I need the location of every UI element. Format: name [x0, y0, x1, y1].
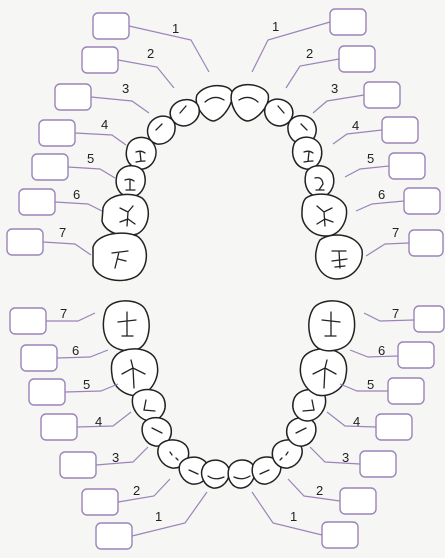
label-upper-left-5: 5: [367, 151, 374, 166]
answer-box-lower-right-1[interactable]: [96, 523, 132, 549]
upper-left-first-premolar: [293, 137, 322, 169]
answer-box-lower-right-4[interactable]: [41, 414, 77, 440]
lower-left-first-premolar: [287, 418, 316, 446]
label-upper-right-3: 3: [122, 81, 129, 96]
label-lower-left-1: 1: [290, 509, 297, 524]
answer-box-lower-left-3[interactable]: [360, 451, 396, 477]
answer-box-lower-right-2[interactable]: [82, 489, 118, 515]
label-lower-right-6: 6: [72, 343, 79, 358]
label-lower-right-2: 2: [133, 483, 140, 498]
lower-right-central-incisor: [202, 460, 230, 488]
upper-left-second-premolar: [305, 166, 334, 197]
answer-box-lower-left-4[interactable]: [376, 414, 412, 440]
answer-box-upper-right-1[interactable]: [93, 13, 129, 39]
answer-box-lower-right-3[interactable]: [60, 452, 96, 478]
answer-box-upper-left-2[interactable]: [339, 46, 375, 72]
answer-box-lower-left-6[interactable]: [398, 342, 434, 368]
answer-box-lower-left-2[interactable]: [340, 488, 376, 514]
label-upper-right-7: 7: [59, 225, 66, 240]
answer-box-lower-right-5[interactable]: [29, 379, 65, 405]
upper-right-first-molar: [102, 194, 148, 235]
answer-box-upper-right-5[interactable]: [32, 154, 68, 180]
answer-box-upper-left-3[interactable]: [364, 82, 400, 108]
upper-arch: [93, 85, 362, 281]
label-lower-left-5: 5: [367, 377, 374, 392]
label-upper-right-2: 2: [147, 46, 154, 61]
label-upper-right-1: 1: [172, 21, 179, 36]
answer-box-upper-right-4[interactable]: [39, 120, 75, 146]
label-lower-right-1: 1: [155, 509, 162, 524]
upper-right-second-molar: [93, 233, 146, 280]
answer-box-upper-left-5[interactable]: [389, 153, 425, 179]
answer-box-upper-left-6[interactable]: [404, 188, 440, 214]
lower-right-second-molar: [103, 301, 149, 351]
label-upper-left-2: 2: [306, 46, 313, 61]
label-upper-right-4: 4: [101, 117, 108, 132]
label-upper-left-3: 3: [331, 81, 338, 96]
upper-left-labels: 1 2 3 4 5 6 7: [252, 9, 443, 256]
answer-box-upper-right-3[interactable]: [55, 84, 91, 110]
lower-left-central-incisor: [228, 460, 255, 488]
label-lower-left-7: 7: [392, 306, 399, 321]
answer-box-lower-left-5[interactable]: [388, 378, 424, 404]
answer-box-upper-left-1[interactable]: [330, 9, 366, 35]
answer-box-lower-right-6[interactable]: [21, 345, 57, 371]
lower-arch: [103, 301, 354, 488]
label-upper-right-6: 6: [73, 187, 80, 202]
label-upper-left-4: 4: [352, 118, 359, 133]
lower-left-first-molar: [300, 349, 346, 396]
label-lower-right-7: 7: [60, 306, 67, 321]
lower-right-first-molar: [111, 349, 157, 396]
answer-box-lower-left-1[interactable]: [322, 522, 358, 548]
label-upper-left-6: 6: [378, 187, 385, 202]
lower-right-second-premolar: [132, 390, 165, 421]
answer-box-lower-right-7[interactable]: [10, 308, 46, 334]
upper-left-central-incisor: [231, 85, 268, 121]
label-upper-left-1: 1: [272, 19, 279, 34]
label-lower-left-2: 2: [316, 483, 323, 498]
label-upper-left-7: 7: [392, 225, 399, 240]
answer-box-lower-left-7[interactable]: [414, 306, 444, 332]
answer-box-upper-right-2[interactable]: [82, 47, 118, 73]
lower-left-second-molar: [309, 301, 355, 351]
answer-box-upper-right-6[interactable]: [19, 189, 55, 215]
answer-box-upper-left-4[interactable]: [382, 117, 418, 143]
upper-right-canine: [148, 116, 175, 144]
label-lower-right-5: 5: [83, 377, 90, 392]
upper-right-central-incisor: [196, 86, 232, 121]
upper-right-first-premolar: [126, 137, 156, 169]
label-upper-right-5: 5: [87, 151, 94, 166]
answer-box-upper-right-7[interactable]: [7, 229, 43, 255]
answer-box-upper-left-7[interactable]: [409, 230, 443, 256]
label-lower-left-6: 6: [378, 343, 385, 358]
